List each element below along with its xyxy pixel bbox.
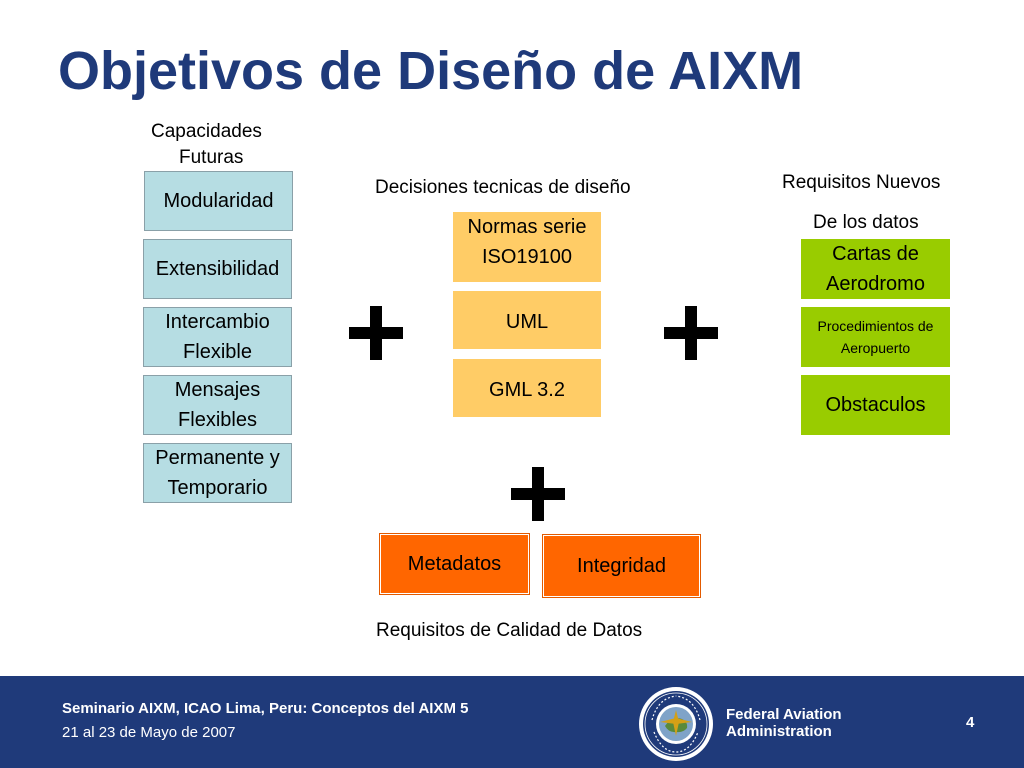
capability-box-modularity: Modularidad — [144, 171, 293, 231]
slide-footer: Seminario AIXM, ICAO Lima, Peru: Concept… — [0, 676, 1024, 768]
capability-box-permanent-temporary: Permanente y Temporario — [143, 443, 292, 503]
quality-box-metadata: Metadatos — [380, 534, 529, 594]
decision-label: UML — [505, 311, 549, 333]
plus-icon — [349, 306, 403, 360]
requirement-label-line2: Aeropuerto — [840, 340, 911, 356]
technical-decisions-heading: Decisiones tecnicas de diseño — [375, 177, 631, 198]
future-capabilities-heading-line2: Futuras — [179, 147, 244, 168]
capability-label: Modularidad — [163, 190, 274, 212]
capability-label-line2: Flexible — [183, 341, 252, 363]
page-number: 4 — [966, 714, 975, 731]
capability-label-line1: Intercambio — [165, 311, 270, 333]
decision-label-line2: ISO19100 — [481, 246, 573, 268]
requirement-label-line2: Aerodromo — [826, 273, 925, 295]
data-quality-heading: Requisitos de Calidad de Datos — [376, 620, 643, 641]
capability-label-line2: Temporario — [167, 477, 268, 499]
new-requirements-heading-line2: De los datos — [813, 212, 919, 233]
capability-label-line2: Flexibles — [178, 409, 257, 431]
new-requirements-heading-line1: Requisitos Nuevos — [782, 172, 941, 193]
capability-box-flexible-messages: Mensajes Flexibles — [143, 375, 292, 435]
requirement-box-aerodrome-charts: Cartas de Aerodromo — [801, 239, 950, 299]
decision-label: GML 3.2 — [489, 379, 565, 401]
slide-title: Objetivos de Diseño de AIXM — [58, 41, 804, 101]
agency-name: Federal Aviation Administration — [726, 706, 842, 740]
capability-box-flexible-exchange: Intercambio Flexible — [143, 307, 292, 367]
capability-label-line1: Mensajes — [174, 379, 261, 401]
capability-box-extensibility: Extensibilidad — [143, 239, 292, 299]
decision-box-uml: UML — [453, 291, 601, 349]
requirement-box-obstacles: Obstaculos — [801, 375, 950, 435]
faa-seal-icon — [639, 687, 713, 761]
plus-icon — [664, 306, 718, 360]
quality-label: Integridad — [577, 555, 666, 577]
footer-date: 21 al 23 de Mayo de 2007 — [62, 724, 236, 741]
capability-label-line1: Permanente y — [155, 447, 280, 469]
quality-label: Metadatos — [407, 553, 502, 575]
decision-box-iso-standards: Normas serie ISO19100 — [453, 212, 601, 282]
footer-seminar-title: Seminario AIXM, ICAO Lima, Peru: Concept… — [62, 700, 469, 717]
plus-icon — [511, 467, 565, 521]
quality-box-integrity: Integridad — [543, 535, 700, 597]
decision-label-line1: Normas serie — [467, 216, 587, 238]
requirement-box-airport-procedures: Procedimientos de Aeropuerto — [801, 307, 950, 367]
agency-name-line2: Administration — [726, 723, 832, 740]
agency-name-line1: Federal Aviation — [726, 706, 842, 723]
requirement-label: Obstaculos — [825, 394, 926, 416]
decision-box-gml: GML 3.2 — [453, 359, 601, 417]
requirement-label-line1: Procedimientos de — [817, 318, 934, 334]
capability-label: Extensibilidad — [155, 258, 280, 280]
future-capabilities-heading-line1: Capacidades — [151, 121, 262, 142]
requirement-label-line1: Cartas de — [832, 243, 919, 265]
